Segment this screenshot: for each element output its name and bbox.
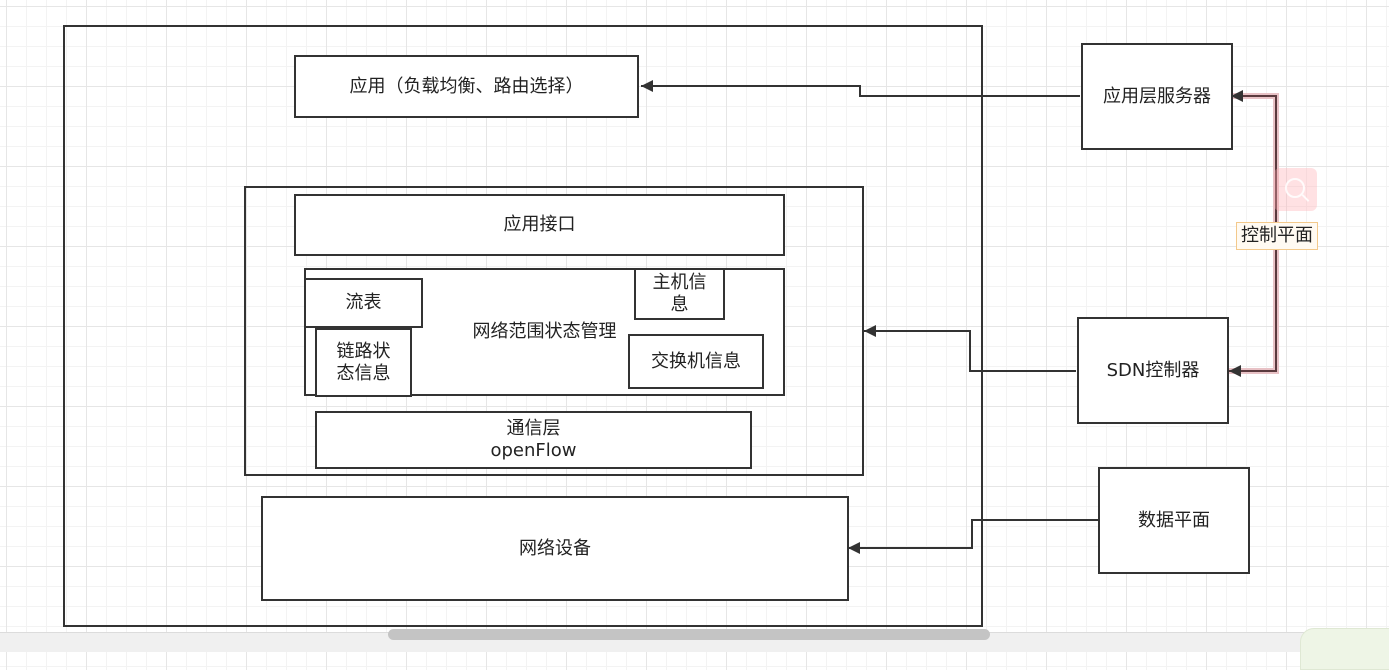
comm-layer-box[interactable]: 通信层 openFlow [315, 411, 752, 469]
data-plane-label: 数据平面 [1138, 509, 1210, 531]
sdn-controller-box[interactable]: SDN控制器 [1077, 317, 1229, 424]
app-server-box[interactable]: 应用层服务器 [1081, 43, 1233, 150]
corner-panel[interactable] [1300, 628, 1389, 670]
application-label: 应用（负载均衡、路由选择） [349, 75, 584, 97]
arrow-dataplane-to-device [848, 519, 1098, 554]
sdn-architecture-container[interactable] [63, 25, 983, 627]
data-plane-box[interactable]: 数据平面 [1098, 467, 1250, 574]
arrow-server-to-application [641, 80, 1080, 97]
application-box[interactable]: 应用（负载均衡、路由选择） [294, 55, 639, 118]
sdn-controller-label: SDN控制器 [1106, 359, 1200, 381]
comm-layer-label: 通信层 openFlow [490, 418, 577, 461]
link-state-label: 链路状 态信息 [336, 340, 391, 384]
arrow-controller-to-inner [864, 325, 1076, 372]
switch-info-label: 交换机信息 [651, 350, 741, 372]
network-device-box[interactable]: 网络设备 [261, 496, 849, 601]
horizontal-scrollbar-thumb[interactable] [388, 629, 990, 640]
app-interface-box[interactable]: 应用接口 [294, 194, 785, 256]
host-info-box[interactable]: 主机信 息 [634, 268, 725, 320]
host-info-label: 主机信 息 [652, 272, 707, 315]
control-plane-label[interactable]: 控制平面 [1236, 222, 1318, 250]
flow-table-label: 流表 [345, 292, 382, 313]
controller-core-box[interactable] [244, 186, 864, 476]
network-state-label: 网络范围状态管理 [472, 321, 617, 342]
search-icon [1285, 178, 1305, 198]
app-server-label: 应用层服务器 [1103, 85, 1211, 107]
app-interface-label: 应用接口 [503, 214, 576, 235]
switch-info-box[interactable]: 交换机信息 [628, 334, 764, 389]
network-device-label: 网络设备 [519, 537, 591, 559]
search-hint-overlay[interactable] [1274, 168, 1317, 211]
link-state-box[interactable]: 链路状 态信息 [315, 328, 412, 397]
flow-table-box[interactable]: 流表 [304, 278, 423, 328]
